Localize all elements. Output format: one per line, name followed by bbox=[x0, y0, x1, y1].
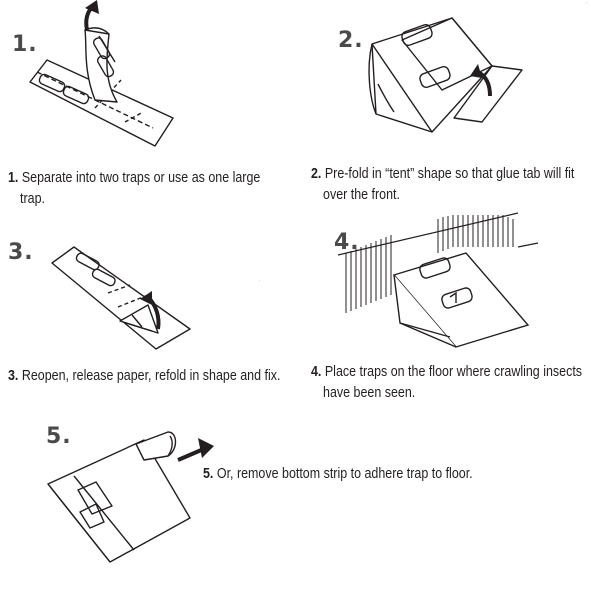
step-3-caption: 3. Reopen, release paper, refold in shap… bbox=[8, 366, 280, 387]
step-1-caption-line-1: Separate into two traps or use as one la… bbox=[21, 170, 261, 186]
step-3-illustration bbox=[51, 246, 191, 350]
step-2-number: 2. bbox=[338, 28, 364, 53]
step-4-caption-line-2: have been seen. bbox=[323, 385, 416, 401]
step-2-caption: 2. Pre-fold in “tent” shape so that glue… bbox=[311, 164, 574, 206]
step-3-caption-number: 3. bbox=[8, 368, 19, 384]
corner-mark: · bbox=[583, 2, 589, 4]
step-1-illustration bbox=[29, 0, 174, 147]
step-5-number: 5. bbox=[46, 424, 72, 449]
step-1-caption: 1. Separate into two traps or use as one… bbox=[8, 168, 260, 210]
step-5-illustration bbox=[47, 431, 214, 563]
step-3-number: 3. bbox=[8, 240, 34, 265]
step-4-illustration bbox=[337, 212, 539, 348]
step-4-caption: 4. Place traps on the floor where crawli… bbox=[311, 362, 582, 404]
step-5-caption-number: 5. bbox=[203, 466, 214, 482]
step-4-caption-number: 4. bbox=[311, 364, 322, 380]
step-1-number: 1. bbox=[12, 32, 38, 57]
step-2-caption-line-1: Pre-fold in “tent” shape so that glue ta… bbox=[324, 166, 575, 182]
step-5-caption-line-1: Or, remove bottom strip to adhere trap t… bbox=[216, 466, 473, 482]
step-3-caption-line-1: Reopen, release paper, refold in shape a… bbox=[21, 368, 281, 384]
step-2-illustration bbox=[368, 17, 523, 133]
step-2-caption-number: 2. bbox=[311, 166, 322, 182]
step-5-caption: 5. Or, remove bottom strip to adhere tra… bbox=[203, 464, 473, 485]
step-4-caption-line-1: Place traps on the floor where crawling … bbox=[324, 364, 583, 380]
speck: · bbox=[256, 280, 262, 282]
step-2-caption-line-2: over the front. bbox=[323, 187, 400, 203]
step-1-caption-number: 1. bbox=[8, 170, 19, 186]
step-1-caption-line-2: trap. bbox=[20, 191, 45, 207]
